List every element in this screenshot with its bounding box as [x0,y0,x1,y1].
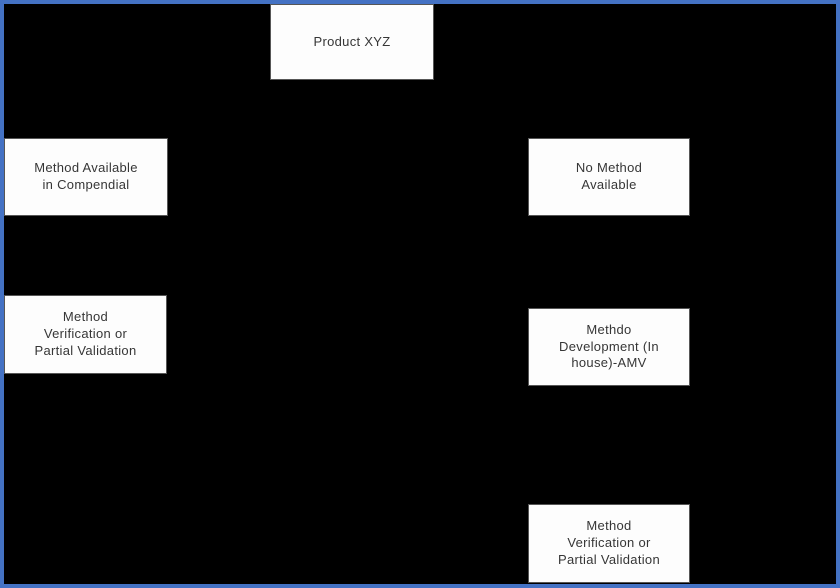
flowchart-node-method-development-in-house-amv: Methdo Development (In house)-AMV [528,308,690,386]
flowchart-node-method-verification-or-partial-validation-right: Method Verification or Partial Validatio… [528,504,690,583]
flowchart-node-method-verification-or-partial-validation-left: Method Verification or Partial Validatio… [4,295,167,374]
flowchart-node-no-method-available: No Method Available [528,138,690,216]
flowchart-node-product-xyz: Product XYZ [270,4,434,80]
flowchart-node-method-available-in-compendial: Method Available in Compendial [4,138,168,216]
